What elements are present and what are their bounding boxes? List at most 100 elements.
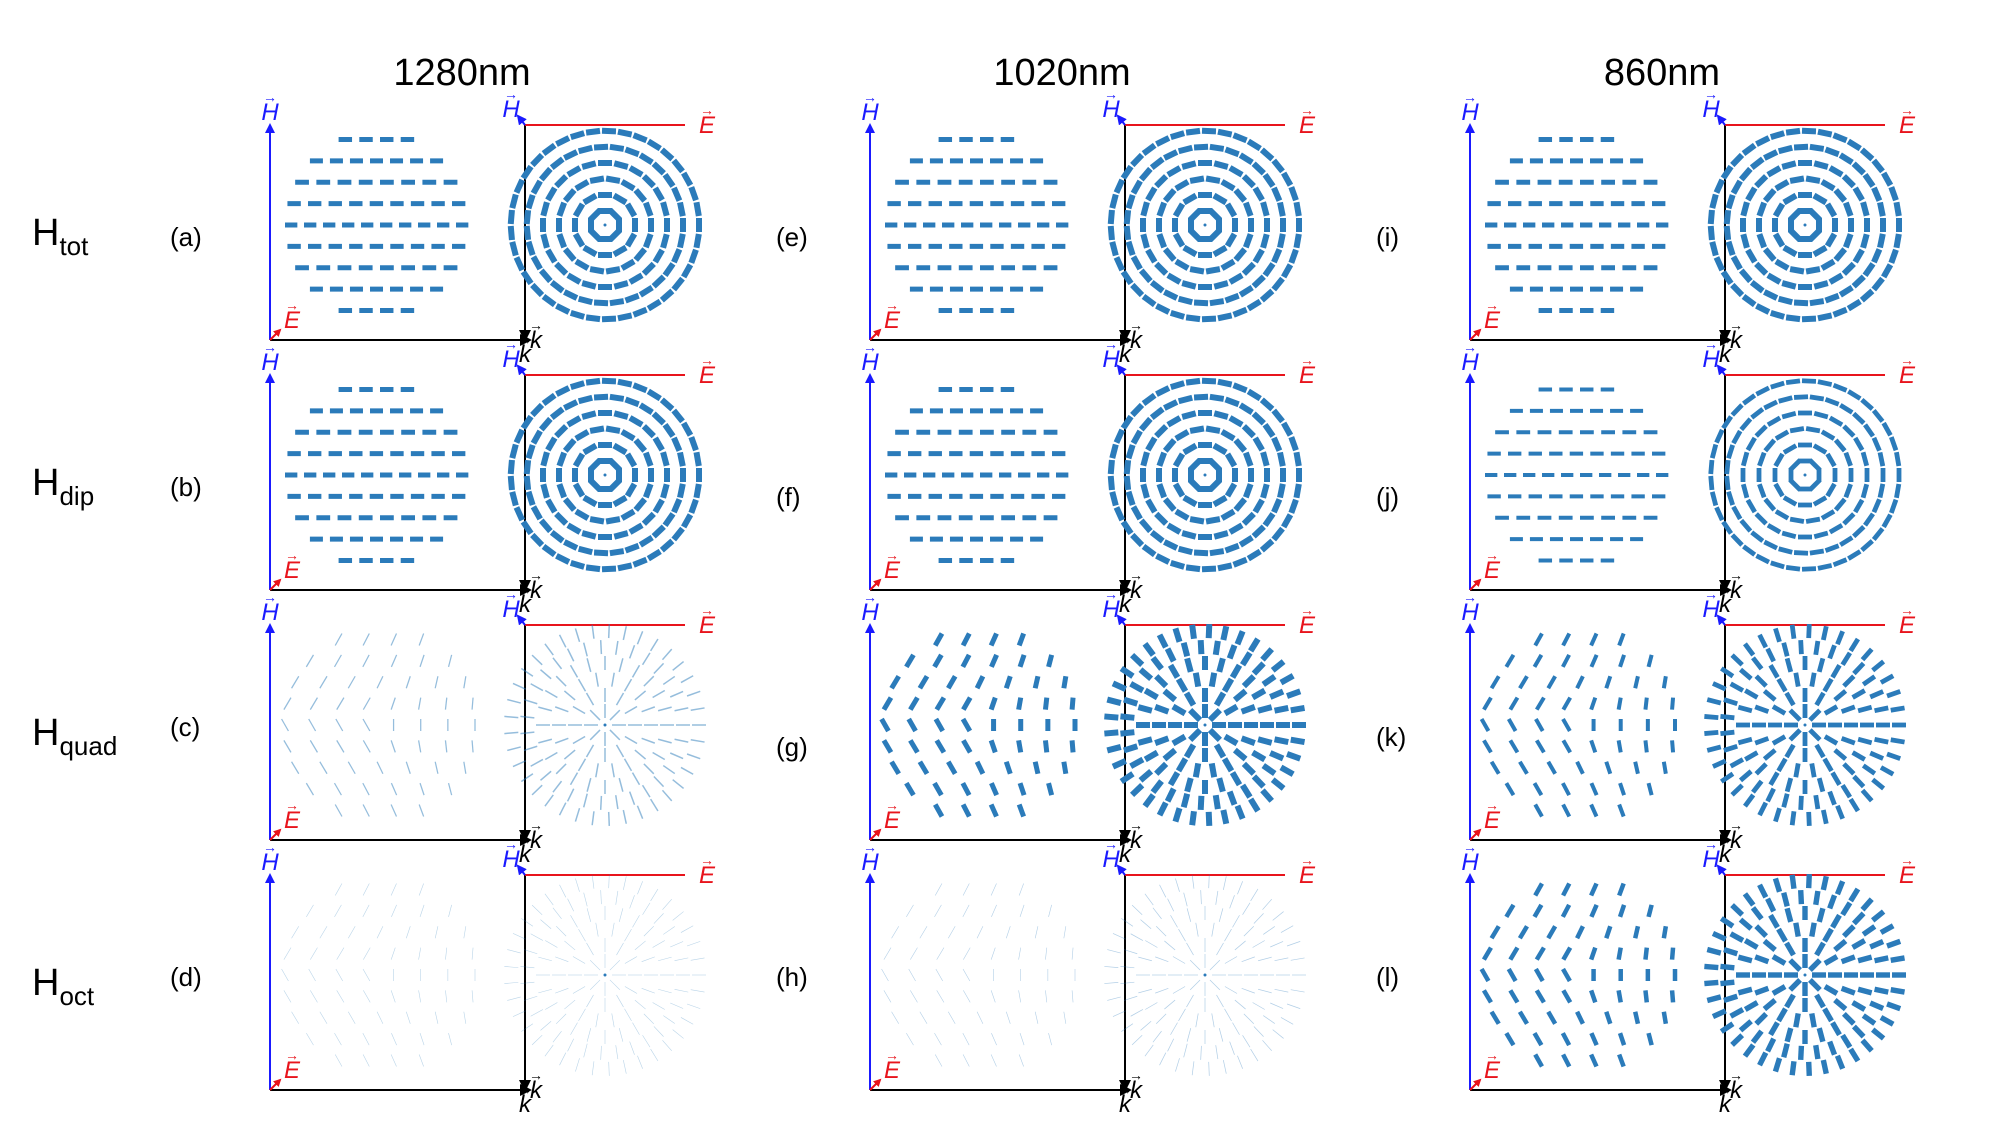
field-arrow <box>1280 1017 1294 1025</box>
field-arrow <box>660 483 670 499</box>
field-arrow <box>1207 458 1222 473</box>
field-arrow <box>1860 451 1870 467</box>
field-arrow <box>471 990 474 1003</box>
field-arrow <box>1879 1015 1895 1027</box>
field-arrow <box>1774 179 1790 192</box>
field-arrow <box>1589 739 1598 754</box>
h-axis-label-arrow: → <box>863 89 877 105</box>
field-arrow <box>583 892 588 907</box>
field-arrow <box>419 782 425 796</box>
field-arrow <box>362 1054 370 1067</box>
field-arrow <box>1812 495 1828 507</box>
field-arrow <box>686 941 701 947</box>
field-arrow <box>609 709 621 721</box>
field-arrow <box>1561 739 1572 754</box>
field-arrow <box>628 791 636 805</box>
field-arrow <box>1156 451 1167 467</box>
field-arrow <box>555 988 569 994</box>
field-arrow <box>1737 986 1753 996</box>
field-arrow <box>1120 981 1135 984</box>
field-arrow <box>1766 165 1782 178</box>
panel-f: H→E→k→H→E→k→ <box>861 336 1316 618</box>
field-arrow <box>605 516 621 525</box>
field-arrow <box>1506 967 1518 983</box>
field-arrow <box>1842 424 1856 438</box>
field-arrow <box>1281 263 1294 279</box>
field-arrow <box>1886 1001 1902 1012</box>
e-axis <box>269 578 282 591</box>
field-arrow <box>1784 743 1796 759</box>
field-arrow <box>605 175 621 184</box>
field-arrow <box>1561 1053 1572 1068</box>
field-arrow <box>363 990 371 1003</box>
field-arrow <box>1262 898 1272 910</box>
field-arrow <box>1042 740 1050 753</box>
field-arrow <box>1123 225 1132 241</box>
field-arrow <box>1229 663 1243 679</box>
field-arrow <box>1183 691 1197 707</box>
field-arrow <box>1869 938 1885 950</box>
field-arrow <box>1223 733 1239 747</box>
field-arrow <box>1781 410 1797 420</box>
field-arrow <box>1745 436 1757 452</box>
field-arrow <box>1709 491 1719 507</box>
field-arrow <box>1113 178 1125 194</box>
field-arrow <box>1177 394 1193 405</box>
field-arrow <box>581 530 597 540</box>
field-arrow <box>643 483 654 499</box>
field-arrow <box>1785 564 1801 572</box>
field-arrow <box>934 1032 942 1046</box>
field-arrow <box>1215 1045 1219 1060</box>
field-arrow <box>1851 750 1866 762</box>
field-arrow <box>1778 395 1793 404</box>
field-arrow <box>1270 777 1286 791</box>
field-arrow <box>961 696 973 711</box>
field-arrow <box>347 761 356 775</box>
field-arrow <box>609 298 625 307</box>
field-arrow <box>1788 958 1802 972</box>
panel-letter-l: (l) <box>1376 962 1399 992</box>
field-arrow <box>688 248 699 264</box>
field-arrow <box>1861 674 1877 687</box>
field-arrow <box>1481 989 1493 1004</box>
field-arrow <box>1166 522 1182 535</box>
field-arrow <box>1259 538 1275 553</box>
field-arrow <box>690 738 705 743</box>
field-arrow <box>1142 642 1156 657</box>
field-arrow <box>530 505 543 521</box>
field-arrow <box>1232 556 1248 568</box>
field-arrow <box>933 717 945 733</box>
field-arrow <box>1805 266 1821 275</box>
k-axis-label: k <box>519 591 533 618</box>
field-arrow <box>376 926 384 939</box>
field-arrow <box>1616 947 1623 961</box>
field-arrow <box>1156 201 1167 217</box>
field-arrow <box>615 692 625 706</box>
field-arrow <box>662 262 676 278</box>
field-arrow <box>1482 739 1493 754</box>
field-arrow <box>1273 736 1289 746</box>
field-arrow <box>1890 705 1905 713</box>
field-arrow <box>1217 128 1233 138</box>
field-arrow <box>1131 1034 1143 1046</box>
field-arrow <box>554 261 569 276</box>
field-arrow <box>1123 459 1132 475</box>
field-arrow <box>641 988 655 994</box>
field-arrow <box>1109 193 1119 209</box>
field-arrow <box>1561 967 1572 983</box>
field-arrow <box>1034 1011 1039 1024</box>
field-arrow <box>1822 1007 1834 1023</box>
field-arrow <box>1784 777 1794 793</box>
field-arrow <box>1205 811 1213 827</box>
field-arrow <box>507 996 521 1001</box>
field-arrow <box>624 542 640 554</box>
field-arrow <box>1200 1045 1202 1060</box>
field-arrow <box>641 737 656 744</box>
field-arrow <box>347 675 356 689</box>
field-arrow <box>564 940 576 951</box>
field-arrow <box>531 1034 543 1046</box>
e-axis-label: E <box>1299 862 1316 889</box>
field-arrow <box>1213 160 1229 170</box>
field-arrow <box>1871 276 1885 292</box>
field-arrow <box>1763 497 1777 512</box>
